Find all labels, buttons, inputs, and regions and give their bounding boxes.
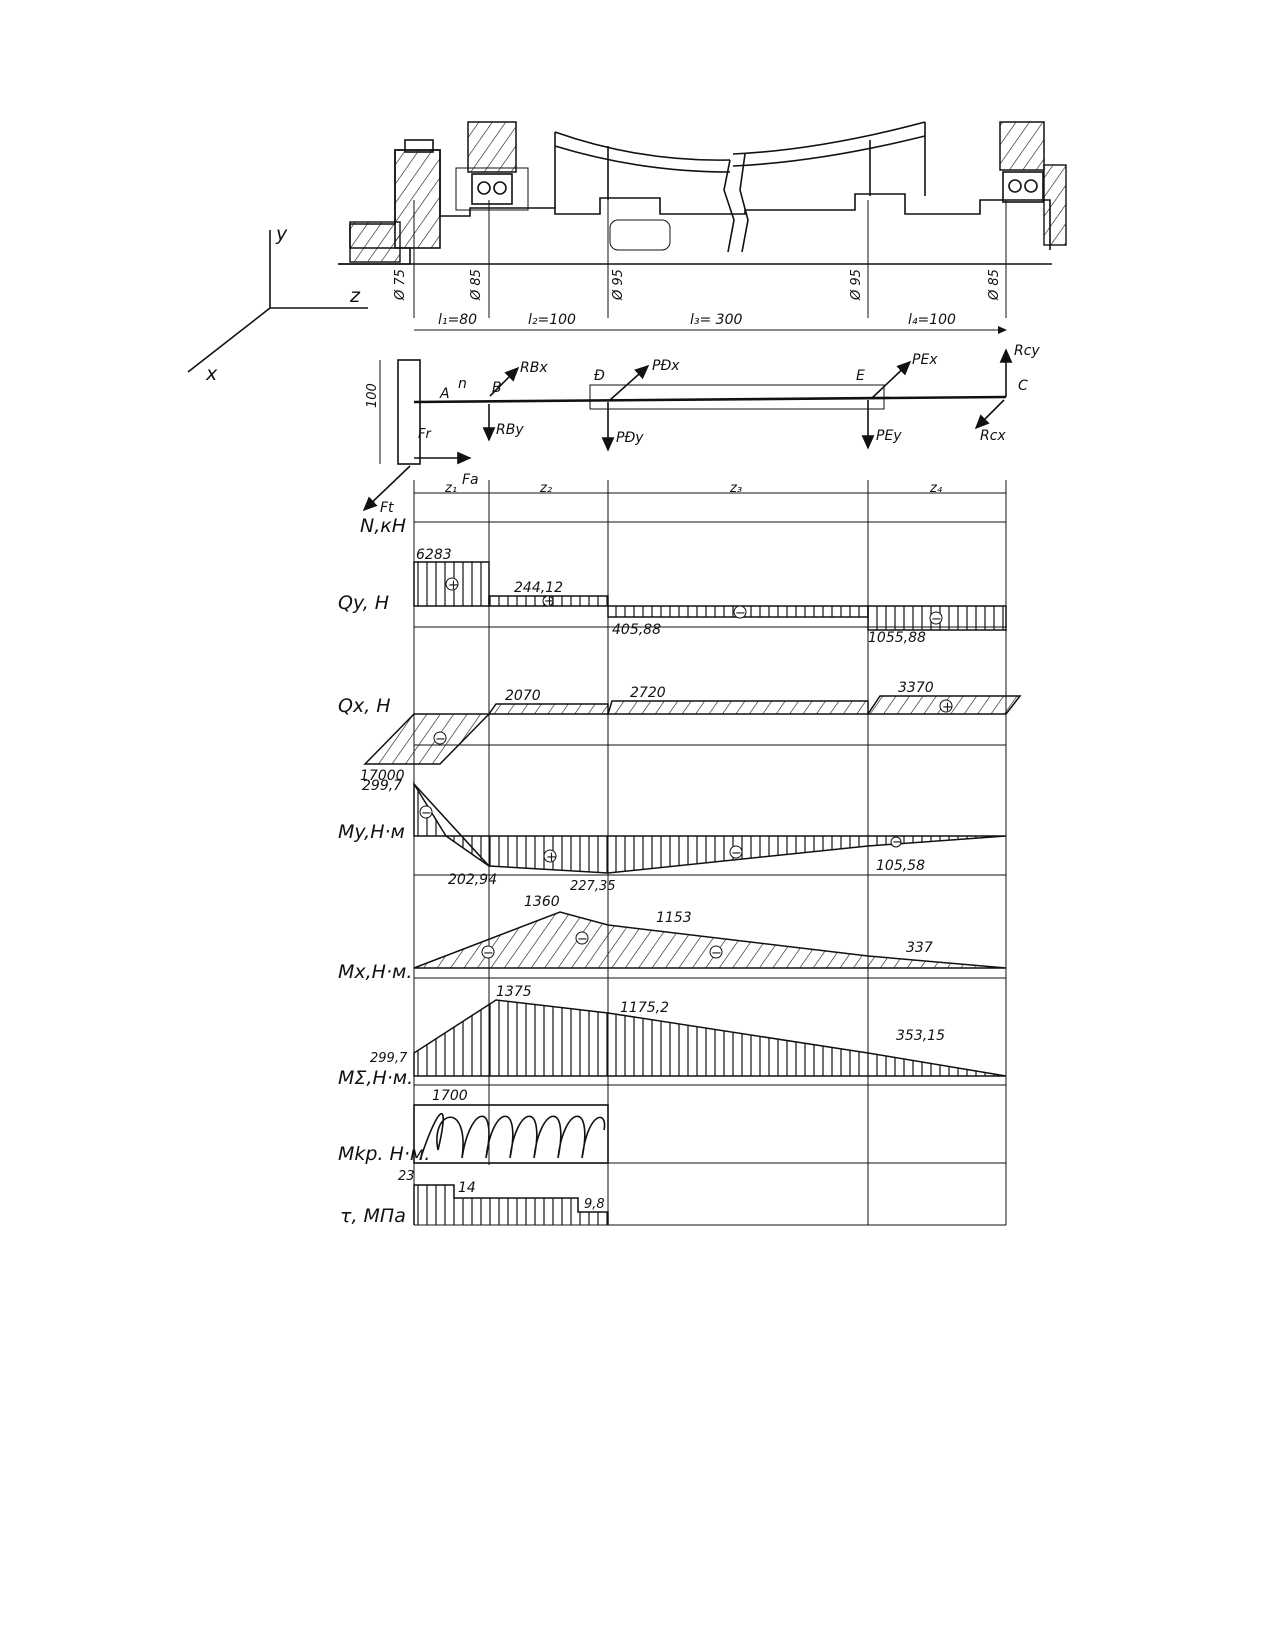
point-A: A — [439, 386, 450, 402]
svg-text:−: − — [735, 606, 746, 621]
diagram-Mkr: Mkp. H·м. 1700 — [338, 1088, 609, 1165]
diagram-Mx: Mx,H·м. 1360 1153 337 − − − — [338, 894, 1007, 983]
Msum-value-2: 1375 — [496, 984, 532, 1000]
Mx-value-2: 1153 — [656, 910, 692, 926]
svg-text:+: + — [942, 700, 953, 715]
diagram-label-Qx: Qx, H — [338, 695, 391, 717]
Msum-value-1: 299,7 — [370, 1051, 408, 1066]
left-gear — [394, 149, 441, 249]
Qy-value-4: 1055,88 — [868, 630, 926, 646]
axis-z-label: z — [349, 285, 361, 307]
diagram-Qx: Qx, H 17000 2070 2720 3370 − + — [338, 680, 1022, 784]
svg-text:−: − — [577, 932, 588, 947]
force-Ft: Ft — [380, 500, 394, 516]
svg-text:−: − — [731, 846, 742, 861]
axis-x-label: x — [205, 363, 218, 385]
point-B: B — [492, 380, 502, 396]
diagram-Msum: MΣ,H·м. 299,7 1375 1175,2 353,15 — [338, 984, 1007, 1089]
force-Fa: Fa — [462, 472, 479, 488]
point-D: Ð — [594, 368, 605, 384]
tau-value-2: 14 — [458, 1180, 476, 1196]
diagram-tau: τ, MПa 23 14 9,8 — [340, 1169, 609, 1227]
svg-text:−: − — [483, 946, 494, 961]
svg-text:−: − — [711, 946, 722, 961]
diameter-1: Ø 75 — [393, 269, 408, 301]
point-n: n — [458, 376, 467, 392]
shaft-assembly-drawing: Ø 75 Ø 85 Ø 95 Ø 95 Ø 85 — [338, 121, 1067, 318]
Mkr-value-1: 1700 — [432, 1088, 468, 1104]
tau-value-1: 23 — [398, 1169, 415, 1184]
diagram-My: My,H·м 299,7 202,94 227,35 105,58 − + − … — [338, 778, 1007, 894]
tau-value-3: 9,8 — [584, 1197, 605, 1212]
force-Pex: PEx — [912, 352, 938, 368]
diagram-Qy: Qy, H 6283 244,12 405,88 1055,88 + + − − — [338, 547, 1007, 646]
svg-text:−: − — [421, 806, 432, 821]
force-Fr: Fr — [418, 427, 432, 442]
diagram-label-Msum: MΣ,H·м. — [338, 1067, 413, 1089]
Mx-value-3: 337 — [906, 940, 933, 956]
left-bearing — [455, 121, 529, 211]
axis-y-label: y — [275, 223, 288, 245]
force-Rcy: Rcy — [1014, 343, 1040, 359]
svg-text:−: − — [435, 732, 446, 747]
segment-z1: z₁ — [444, 481, 457, 496]
loading-scheme: 100 A n B Ð E C RBx RBy PÐx PÐy PEx PEy … — [362, 343, 1040, 516]
My-value-2: 202,94 — [448, 872, 497, 888]
My-value-1: 299,7 — [362, 778, 402, 794]
span-l2: l₂=100 — [528, 312, 576, 328]
diameter-4: Ø 95 — [849, 269, 864, 301]
span-l3: l₃= 300 — [690, 312, 742, 328]
diagram-label-N: N,кН — [360, 515, 406, 537]
height-dimension: 100 — [365, 383, 380, 408]
span-dimension-row: l₁=80 l₂=100 l₃= 300 l₄=100 — [414, 312, 1007, 334]
point-C: C — [1018, 378, 1028, 394]
Msum-value-4: 353,15 — [896, 1028, 945, 1044]
diameter-3: Ø 95 — [611, 269, 626, 301]
Qx-value-3: 2720 — [630, 685, 666, 701]
svg-text:+: + — [544, 594, 555, 609]
span-l4: l₄=100 — [908, 312, 956, 328]
Qy-value-2: 244,12 — [514, 580, 563, 596]
My-value-4: 105,58 — [876, 858, 925, 874]
point-E: E — [856, 368, 865, 384]
svg-text:−: − — [892, 835, 903, 850]
Qx-value-2: 2070 — [505, 688, 541, 704]
segment-z2: z₂ — [539, 481, 552, 496]
diagram-label-Qy: Qy, H — [338, 592, 389, 614]
coordinate-axes: y z x — [187, 223, 368, 385]
right-bearing — [999, 121, 1067, 246]
force-Rcx: Rcx — [980, 428, 1006, 444]
My-value-3: 227,35 — [570, 879, 616, 894]
force-Pdx: PÐx — [652, 358, 680, 374]
Qy-value-3: 405,88 — [612, 622, 661, 638]
diagram-label-tau: τ, MПa — [340, 1205, 406, 1227]
Mx-value-1: 1360 — [524, 894, 560, 910]
diagram-label-My: My,H·м — [338, 821, 405, 843]
Qx-value-1: 17000 — [360, 768, 405, 784]
svg-text:+: + — [448, 578, 459, 593]
Msum-value-3: 1175,2 — [620, 1000, 669, 1016]
segment-z3: z₃ — [729, 481, 742, 496]
Qx-value-4: 3370 — [898, 680, 934, 696]
span-l1: l₁=80 — [438, 312, 477, 328]
diameter-2: Ø 85 — [469, 269, 484, 301]
force-Pey: PEy — [876, 428, 902, 444]
diagram-label-Mx: Mx,H·м. — [338, 961, 412, 983]
force-Pdy: PÐy — [616, 430, 644, 446]
diagram-label-Mkr: Mkp. H·м. — [338, 1143, 430, 1165]
svg-text:−: − — [931, 612, 942, 627]
segment-z4: z₄ — [929, 481, 943, 496]
diameter-5: Ø 85 — [987, 269, 1002, 301]
svg-text:+: + — [546, 850, 557, 865]
force-Rbx: RBx — [520, 360, 548, 376]
Qy-value-1: 6283 — [416, 547, 452, 563]
drum — [554, 121, 926, 253]
force-Rby: RBy — [496, 422, 524, 438]
